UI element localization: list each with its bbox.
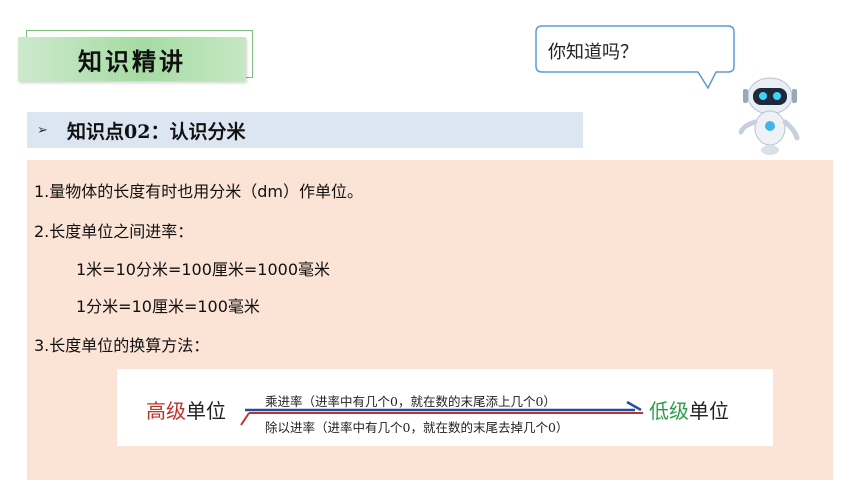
content-line-2: 2.长度单位之间进率：	[34, 222, 194, 241]
conversion-arrows	[240, 400, 643, 426]
low-unit-label: 低级单位	[649, 399, 729, 423]
knowledge-point-bar: ➢ 知识点02：认识分米	[27, 112, 583, 148]
content-line-3: 1米=10分米=100厘米=1000毫米	[76, 260, 331, 279]
bubble-text: 你知道吗？	[548, 42, 638, 63]
section-title-box: 知识精讲	[18, 37, 246, 81]
robot-icon	[738, 77, 800, 155]
section-title: 知识精讲	[78, 46, 186, 76]
arrow-right-icon: ➢	[37, 122, 48, 138]
content-line-1: 1.量物体的长度有时也用分米（dm）作单位。	[34, 182, 364, 201]
conversion-diagram: 高级单位 乘进率（进率中有几个0，就在数的末尾添上几个0） 除以进率（进率中有几…	[117, 369, 773, 446]
multiply-rule: 乘进率（进率中有几个0，就在数的末尾添上几个0）	[265, 394, 556, 409]
high-unit-label: 高级单位	[146, 399, 226, 423]
content-line-4: 1分米=10厘米=100毫米	[76, 297, 260, 316]
divide-rule: 除以进率（进率中有几个0，就在数的末尾去掉几个0）	[265, 420, 569, 435]
content-line-5: 3.长度单位的换算方法：	[34, 336, 210, 355]
speech-bubble-icon	[535, 25, 735, 90]
knowledge-point-label: 知识点02：认识分米	[67, 120, 246, 143]
